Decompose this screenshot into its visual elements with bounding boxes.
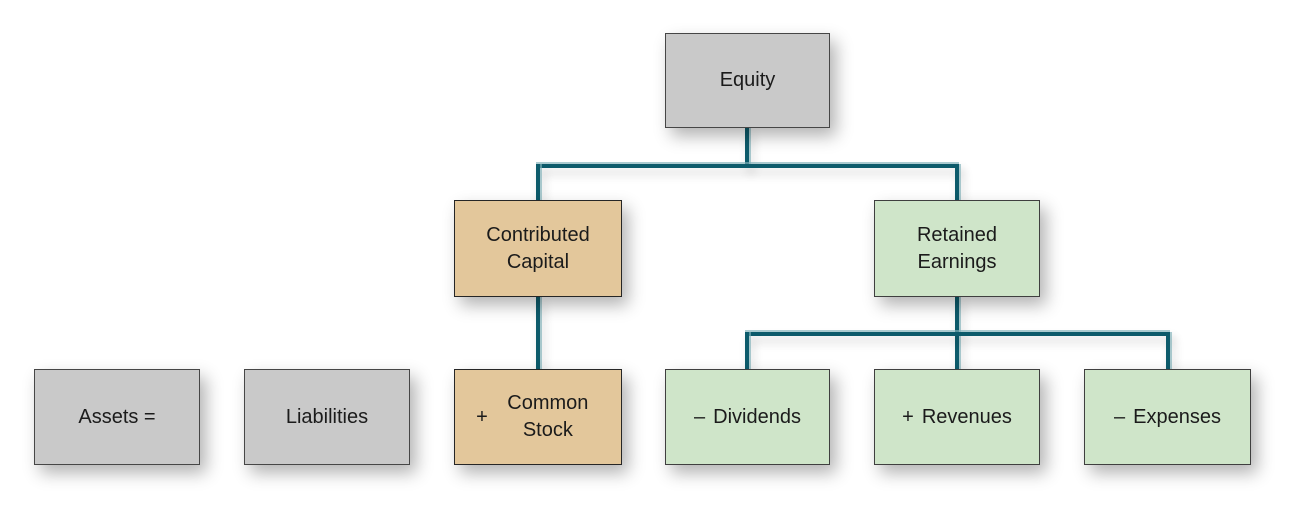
- node-expenses-sign: –: [1114, 405, 1126, 428]
- node-assets: Assets =: [34, 369, 200, 465]
- node-retained-earnings-label: Retained Earnings: [916, 223, 998, 273]
- connector-drop-expenses: [1166, 332, 1170, 369]
- connector-equity-bar: [536, 164, 959, 168]
- connector-drop-contributed-capital: [536, 164, 540, 200]
- connector-drop-retained-earnings: [955, 164, 959, 200]
- node-retained-earnings: Retained Earnings: [874, 200, 1040, 297]
- node-equity-label: Equity: [719, 69, 776, 91]
- node-contributed-capital-label: Contributed Capital: [486, 223, 590, 273]
- node-expenses-label: Expenses: [1133, 405, 1221, 428]
- node-common-stock-sign: +: [476, 405, 488, 428]
- connector-equity-stem: [745, 128, 749, 168]
- node-liabilities: Liabilities: [244, 369, 410, 465]
- node-common-stock: + Common Stock: [454, 369, 622, 465]
- node-revenues: + Revenues: [874, 369, 1040, 465]
- node-common-stock-label: Common Stock: [507, 392, 589, 441]
- node-dividends-sign: –: [694, 405, 706, 428]
- node-revenues-sign: +: [902, 405, 914, 428]
- node-dividends-label: Dividends: [713, 405, 801, 428]
- node-revenues-label: Revenues: [921, 405, 1012, 428]
- node-assets-label: Assets =: [78, 405, 156, 428]
- node-liabilities-label: Liabilities: [285, 405, 369, 428]
- node-expenses: – Expenses: [1084, 369, 1251, 465]
- connector-drop-dividends: [745, 332, 749, 369]
- node-contributed-capital: Contributed Capital: [454, 200, 622, 297]
- node-equity: Equity: [665, 33, 830, 128]
- connector-contributed-to-common-stock: [536, 297, 540, 369]
- connector-retained-bar: [745, 332, 1170, 336]
- node-dividends: – Dividends: [665, 369, 830, 465]
